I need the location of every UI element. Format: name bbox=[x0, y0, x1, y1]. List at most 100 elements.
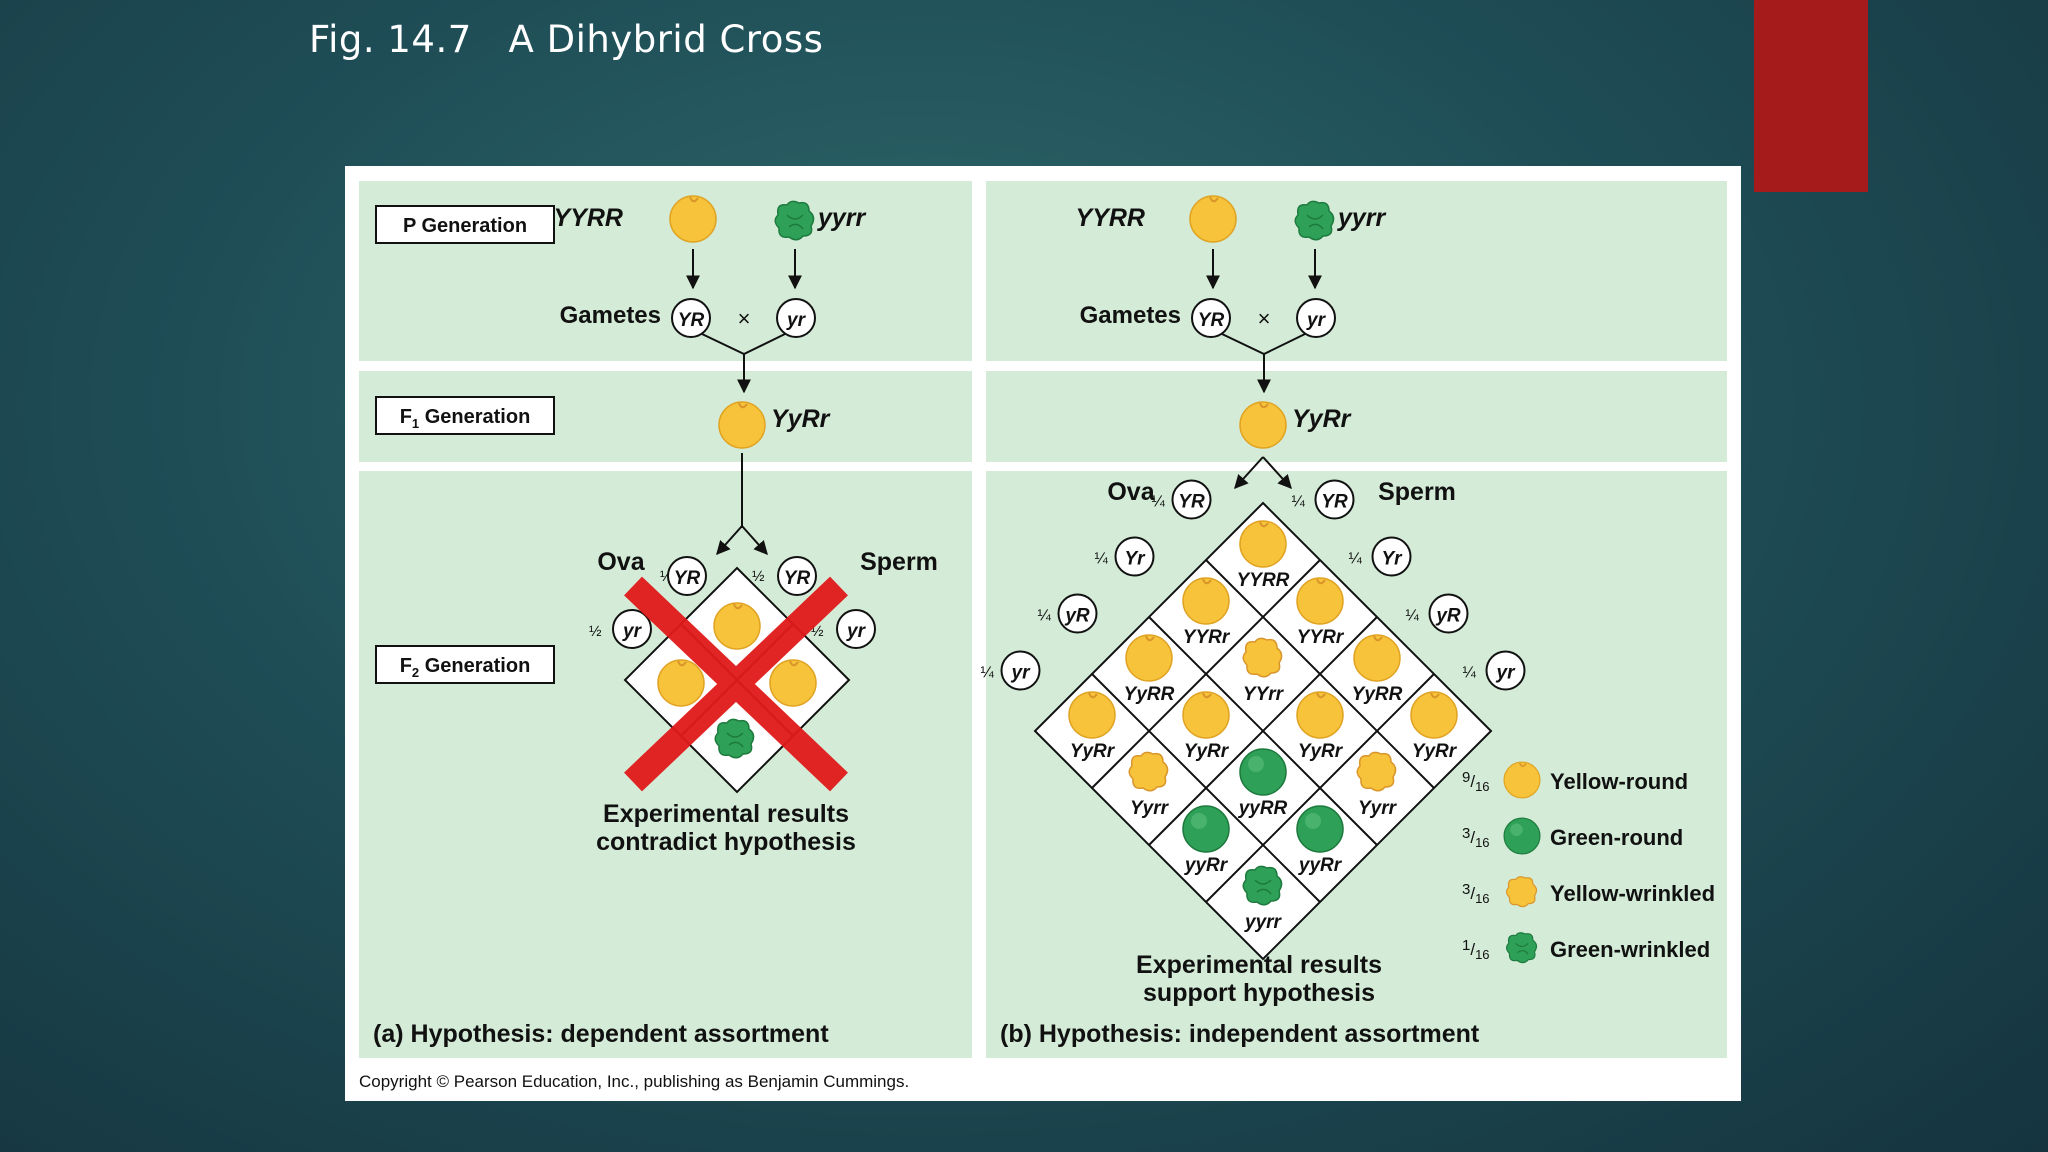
gamete-fraction: ¼ bbox=[1349, 551, 1363, 568]
gametes-label: Gametes bbox=[1080, 302, 1181, 329]
yellow-round-pea-icon bbox=[1183, 692, 1229, 738]
yellow-round-pea-icon bbox=[1190, 196, 1236, 242]
sperm-gamete: yR bbox=[1435, 606, 1461, 627]
gamete-yr-recessive: yr bbox=[1306, 310, 1327, 331]
yellow-wrinkled-pea-icon bbox=[1357, 752, 1395, 790]
figure-frame: P Generation F1 Generation F2 Generation… bbox=[345, 166, 1741, 1101]
gamete-fraction: ¼ bbox=[1292, 494, 1306, 511]
green-wrinkled-pea-icon bbox=[1507, 933, 1537, 963]
yellow-round-pea-icon bbox=[658, 660, 704, 706]
green-round-pea-icon bbox=[1240, 749, 1286, 795]
genotype-label: YyRr bbox=[1298, 741, 1344, 762]
genotype-label: YyRr bbox=[1184, 741, 1230, 762]
f1-yellow-round-pea-icon bbox=[1240, 402, 1286, 448]
legend-label: Yellow-wrinkled bbox=[1550, 881, 1715, 906]
genotype-label: YyRR bbox=[1352, 684, 1403, 705]
result-line-1: Experimental results bbox=[603, 800, 849, 828]
accent-bar bbox=[1754, 0, 1868, 192]
gamete-yr-dominant: YR bbox=[1198, 310, 1225, 331]
panel-b-caption: (b) Hypothesis: independent assortment bbox=[1000, 1020, 1480, 1048]
yellow-round-pea-icon bbox=[1354, 635, 1400, 681]
yellow-round-pea-icon bbox=[1240, 521, 1286, 567]
gametes-label: Gametes bbox=[560, 302, 661, 329]
sperm-gamete: yr bbox=[1496, 663, 1517, 684]
gamete-fraction: ¼ bbox=[1463, 665, 1477, 682]
sperm-gamete: yr bbox=[846, 621, 867, 642]
parent-yyrr-recessive: yyrr bbox=[816, 204, 867, 232]
f2-generation-box: F2 Generation bbox=[376, 646, 554, 683]
genotype-label: YYRR bbox=[1237, 570, 1290, 591]
yellow-round-pea-icon bbox=[1126, 635, 1172, 681]
ova-gamete: YR bbox=[674, 568, 701, 589]
sperm-gamete: Yr bbox=[1381, 549, 1403, 570]
genotype-label: Yyrr bbox=[1358, 798, 1398, 819]
cross-symbol: × bbox=[1258, 306, 1271, 331]
dihybrid-cross-figure: P Generation F1 Generation F2 Generation… bbox=[345, 166, 1741, 1101]
genotype-label: yyrr bbox=[1244, 912, 1283, 933]
gamete-fraction: ½ bbox=[589, 623, 602, 640]
f1-generation-label: F1 Generation bbox=[400, 406, 531, 431]
copyright-notice: Copyright © Pearson Education, Inc., pub… bbox=[359, 1072, 909, 1092]
genotype-label: Yyrr bbox=[1130, 798, 1170, 819]
gamete-yr-dominant: YR bbox=[678, 310, 705, 331]
ova-gamete: yR bbox=[1064, 606, 1090, 627]
sperm-gamete: YR bbox=[784, 568, 811, 589]
yellow-wrinkled-pea-icon bbox=[1243, 638, 1281, 676]
ova-gamete: Yr bbox=[1124, 549, 1146, 570]
genotype-label: YyRr bbox=[1070, 741, 1116, 762]
legend-label: Yellow-round bbox=[1550, 769, 1688, 794]
genotype-label: YYRr bbox=[1183, 627, 1231, 648]
genotype-label: YYrr bbox=[1243, 684, 1285, 705]
yellow-round-pea-icon bbox=[670, 196, 716, 242]
genotype-label: YYRr bbox=[1297, 627, 1345, 648]
gamete-fraction: ¼ bbox=[1038, 608, 1052, 625]
yellow-round-pea-icon bbox=[1297, 692, 1343, 738]
yellow-round-pea-icon bbox=[770, 660, 816, 706]
ova-gamete: yr bbox=[1011, 663, 1032, 684]
green-wrinkled-pea-icon bbox=[715, 719, 753, 757]
f1-genotype: YyRr bbox=[1292, 405, 1352, 433]
gamete-yr-recessive: yr bbox=[786, 310, 807, 331]
gamete-fraction: ¼ bbox=[981, 665, 995, 682]
sperm-label: Sperm bbox=[860, 548, 938, 576]
genotype-label: yyRR bbox=[1238, 798, 1288, 819]
legend-label: Green-round bbox=[1550, 825, 1683, 850]
yellow-round-pea-icon bbox=[1183, 578, 1229, 624]
sperm-gamete: YR bbox=[1321, 492, 1348, 513]
result-line-2: contradict hypothesis bbox=[596, 828, 856, 856]
genotype-label: YyRr bbox=[1412, 741, 1458, 762]
panel-b-f1-row bbox=[986, 371, 1727, 462]
yellow-round-pea-icon bbox=[1504, 762, 1540, 798]
green-wrinkled-pea-icon bbox=[1243, 866, 1281, 904]
parent-yyrr-dominant: YYRR bbox=[1076, 204, 1145, 232]
sperm-label: Sperm bbox=[1378, 478, 1456, 506]
gamete-fraction: ¼ bbox=[1406, 608, 1420, 625]
green-round-pea-icon bbox=[1183, 806, 1229, 852]
gamete-fraction: ½ bbox=[752, 568, 765, 585]
yellow-wrinkled-pea-icon bbox=[1507, 877, 1537, 907]
cross-symbol: × bbox=[738, 306, 751, 331]
panel-a-caption: (a) Hypothesis: dependent assortment bbox=[373, 1020, 829, 1048]
ova-label: Ova bbox=[597, 548, 645, 576]
slide-title: Fig. 14.7 A Dihybrid Cross bbox=[309, 18, 823, 61]
ova-gamete: yr bbox=[622, 621, 643, 642]
result-line-1: Experimental results bbox=[1136, 951, 1382, 979]
yellow-round-pea-icon bbox=[1069, 692, 1115, 738]
yellow-round-pea-icon bbox=[714, 603, 760, 649]
genotype-label: yyRr bbox=[1184, 855, 1229, 876]
result-line-2: support hypothesis bbox=[1143, 979, 1375, 1007]
f1-genotype: YyRr bbox=[771, 405, 831, 433]
yellow-round-pea-icon bbox=[1411, 692, 1457, 738]
f1-generation-box: F1 Generation bbox=[376, 397, 554, 434]
green-round-pea-icon bbox=[1297, 806, 1343, 852]
parent-yyrr-dominant: YYRR bbox=[554, 204, 623, 232]
genotype-label: yyRr bbox=[1298, 855, 1343, 876]
p-generation-label: P Generation bbox=[403, 215, 527, 237]
genotype-label: YyRR bbox=[1124, 684, 1175, 705]
ova-label: Ova bbox=[1107, 478, 1155, 506]
yellow-round-pea-icon bbox=[1297, 578, 1343, 624]
ova-gamete: YR bbox=[1178, 492, 1205, 513]
green-wrinkled-pea-icon bbox=[1295, 201, 1333, 239]
f1-yellow-round-pea-icon bbox=[719, 402, 765, 448]
green-round-pea-icon bbox=[1504, 818, 1540, 854]
